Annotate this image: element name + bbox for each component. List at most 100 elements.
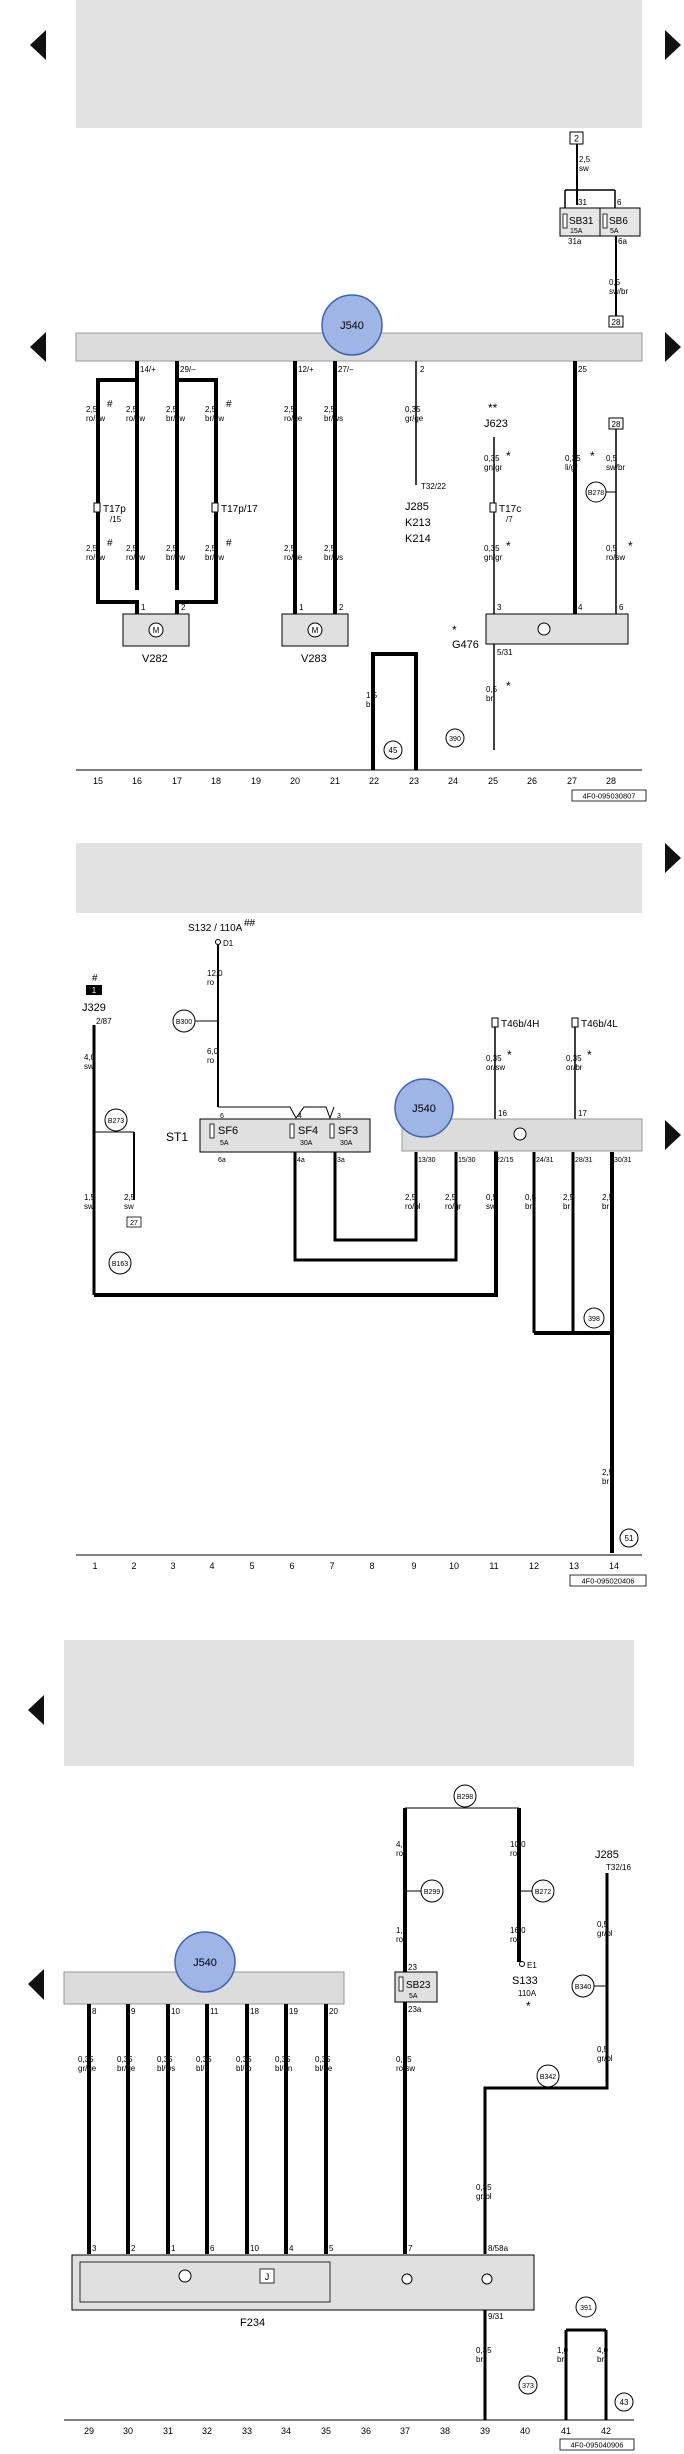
svg-text:31: 31 (163, 2426, 173, 2436)
ground-point-373 (518, 2375, 538, 2395)
t17p15-sub: /15 (110, 515, 122, 524)
s132-mark: ## (244, 918, 256, 929)
ground-point-51 (619, 1528, 639, 1548)
sf3-fuse: 30A (340, 1140, 353, 1147)
hash-mark: # (107, 399, 113, 410)
ground-point-label: B163 (112, 1261, 128, 1268)
j329-badge-text: 1 (92, 986, 97, 995)
prev-sheet-arrow[interactable] (28, 1969, 44, 2000)
sensor-icon (537, 622, 551, 636)
svg-text:42: 42 (601, 2426, 611, 2436)
j623-label: J623 (484, 418, 508, 430)
svg-text:35: 35 (321, 2426, 331, 2436)
pin-label: 6a (618, 237, 627, 246)
ref-box-28 (608, 417, 624, 430)
st1-output-wires (293, 1152, 458, 1262)
sensor-icon (178, 2269, 192, 2283)
hash-mark: # (226, 399, 232, 410)
star-mark: * (590, 449, 595, 463)
next-sheet-arrow[interactable] (665, 1120, 681, 1150)
svg-text:37: 37 (400, 2426, 410, 2436)
svg-text:23: 23 (409, 776, 419, 786)
j329-pin: 2/87 (96, 1017, 112, 1026)
pin-label: 6 (220, 1113, 224, 1120)
j623-mark: ** (488, 401, 498, 415)
svg-text:6: 6 (289, 1561, 294, 1571)
sensor-g476 (485, 613, 629, 645)
svg-text:4: 4 (289, 2244, 294, 2253)
ground-point-label: B278 (588, 490, 604, 497)
svg-text:17: 17 (172, 776, 182, 786)
terminal-d1 (215, 939, 221, 945)
ground-point-b298 (453, 1784, 477, 1808)
v283-wires (293, 361, 337, 614)
svg-text:1: 1 (92, 1561, 97, 1571)
prev-sheet-arrow[interactable] (28, 1695, 44, 1725)
switch-f234 (71, 2254, 535, 2311)
pin-label: 23 (408, 1963, 417, 1972)
e1-label: E1 (527, 1961, 537, 1970)
svg-text:19: 19 (251, 776, 261, 786)
svg-text:34: 34 (281, 2426, 291, 2436)
connector-icon (93, 502, 101, 513)
t46b4l-label: T46b/4L (581, 1019, 618, 1030)
diagram-code: 4F0-095030807 (583, 792, 636, 801)
svg-text:10: 10 (171, 2007, 180, 2016)
fuse-bus (218, 1106, 335, 1120)
next-sheet-arrow[interactable] (665, 332, 681, 362)
hash-mark: # (107, 538, 113, 549)
svg-text:41: 41 (561, 2426, 571, 2436)
prev-sheet-arrow[interactable] (30, 332, 46, 362)
ground-point-label: 43 (620, 2398, 629, 2407)
svg-text:33: 33 (242, 2426, 252, 2436)
pin-label: 3 (337, 1113, 341, 1120)
pin-label: 2 (181, 603, 186, 612)
ground-point-label: B342 (540, 2074, 556, 2081)
j329-badge (86, 985, 102, 995)
k213-label: K213 (405, 517, 431, 529)
fuse-icon (329, 1123, 335, 1139)
svg-text:32: 32 (202, 2426, 212, 2436)
pin-label: 13/30 (418, 1157, 436, 1164)
wire (483, 2075, 609, 2254)
bus-wires (87, 2004, 328, 2254)
pin-label: 1 (299, 603, 304, 612)
next-sheet-arrow[interactable] (665, 843, 681, 873)
next-sheet-arrow[interactable] (665, 30, 681, 60)
svg-text:38: 38 (440, 2426, 450, 2436)
svg-text:30: 30 (123, 2426, 133, 2436)
svg-text:8: 8 (369, 1561, 374, 1571)
star-mark: * (506, 449, 511, 463)
svg-text:11: 11 (489, 1561, 498, 1571)
svg-text:3: 3 (170, 1561, 175, 1571)
prev-sheet-arrow[interactable] (30, 30, 46, 60)
sensor-icon (513, 1127, 527, 1141)
pin-label: 15/30 (458, 1157, 476, 1164)
f234-inner (79, 2261, 331, 2303)
ground-point-390 (445, 728, 465, 748)
j540-label: J540 (340, 320, 364, 332)
diagram-code: 4F0-095020406 (582, 1577, 635, 1586)
pin-label: 28/31 (575, 1157, 593, 1164)
connector-icon (571, 1017, 579, 1028)
connector-icon (491, 1017, 499, 1028)
svg-text:39: 39 (480, 2426, 490, 2436)
sf3-label: SF3 (338, 1125, 358, 1137)
motor-icon (148, 622, 164, 638)
motor-icon-letter: M (312, 626, 319, 635)
t17p15-label: T17p (103, 504, 126, 515)
fuse-icon (209, 1123, 215, 1139)
star-mark: * (507, 1048, 512, 1062)
ground-point-label: B272 (535, 1889, 551, 1896)
